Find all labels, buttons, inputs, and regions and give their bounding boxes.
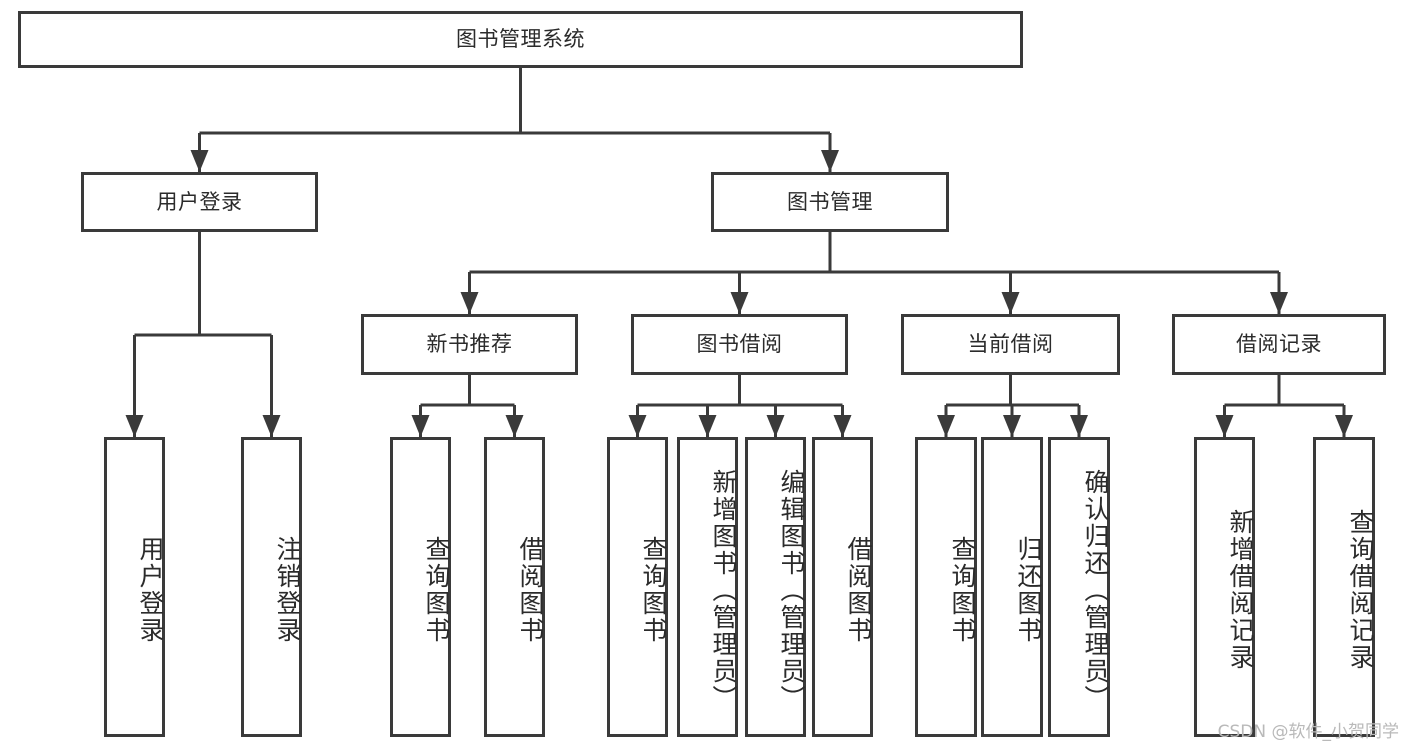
- arrow-head-icon: [1215, 415, 1234, 437]
- arrow-head-icon: [505, 415, 524, 437]
- arrow-head-icon: [1001, 292, 1020, 314]
- node-box-l2_0[interactable]: [361, 314, 578, 375]
- arrow-head-icon: [1003, 415, 1021, 437]
- node-box-leaf_2[interactable]: [390, 437, 451, 737]
- arrow-head-icon: [766, 415, 785, 437]
- arrow-head-icon: [262, 415, 281, 437]
- node-box-l2_1[interactable]: [631, 314, 848, 375]
- node-box-leaf_3[interactable]: [484, 437, 545, 737]
- node-box-leaf_9[interactable]: [981, 437, 1043, 737]
- arrow-head-icon: [937, 415, 955, 437]
- arrow-head-icon: [460, 292, 479, 314]
- arrow-head-icon: [1335, 415, 1353, 437]
- watermark-text: CSDN @软件_小贺同学: [1217, 722, 1399, 742]
- arrow-head-icon: [833, 415, 852, 437]
- arrow-head-icon: [821, 150, 839, 172]
- node-box-leaf_1[interactable]: [241, 437, 302, 737]
- node-box-leaf_5[interactable]: [677, 437, 738, 737]
- arrow-head-icon: [628, 415, 647, 437]
- arrow-head-icon: [411, 415, 430, 437]
- arrow-head-icon: [1070, 415, 1088, 437]
- node-box-leaf_8[interactable]: [915, 437, 977, 737]
- arrow-head-icon: [730, 292, 749, 314]
- node-box-l2_2[interactable]: [901, 314, 1120, 375]
- edges-group: [125, 68, 1353, 437]
- arrow-head-icon: [125, 415, 144, 437]
- node-box-leaf_11[interactable]: [1194, 437, 1255, 737]
- node-box-leaf_7[interactable]: [812, 437, 873, 737]
- node-box-leaf_12[interactable]: [1313, 437, 1375, 737]
- node-box-leaf_6[interactable]: [745, 437, 806, 737]
- node-box-l1_0[interactable]: [81, 172, 318, 232]
- node-box-l2_3[interactable]: [1172, 314, 1386, 375]
- node-box-leaf_10[interactable]: [1048, 437, 1110, 737]
- node-boxes-group: [18, 11, 1386, 737]
- node-box-leaf_0[interactable]: [104, 437, 165, 737]
- arrow-head-icon: [1270, 292, 1288, 314]
- node-box-root[interactable]: [18, 11, 1023, 68]
- arrow-head-icon: [698, 415, 717, 437]
- node-box-l1_1[interactable]: [711, 172, 949, 232]
- node-box-leaf_4[interactable]: [607, 437, 668, 737]
- arrow-head-icon: [190, 150, 209, 172]
